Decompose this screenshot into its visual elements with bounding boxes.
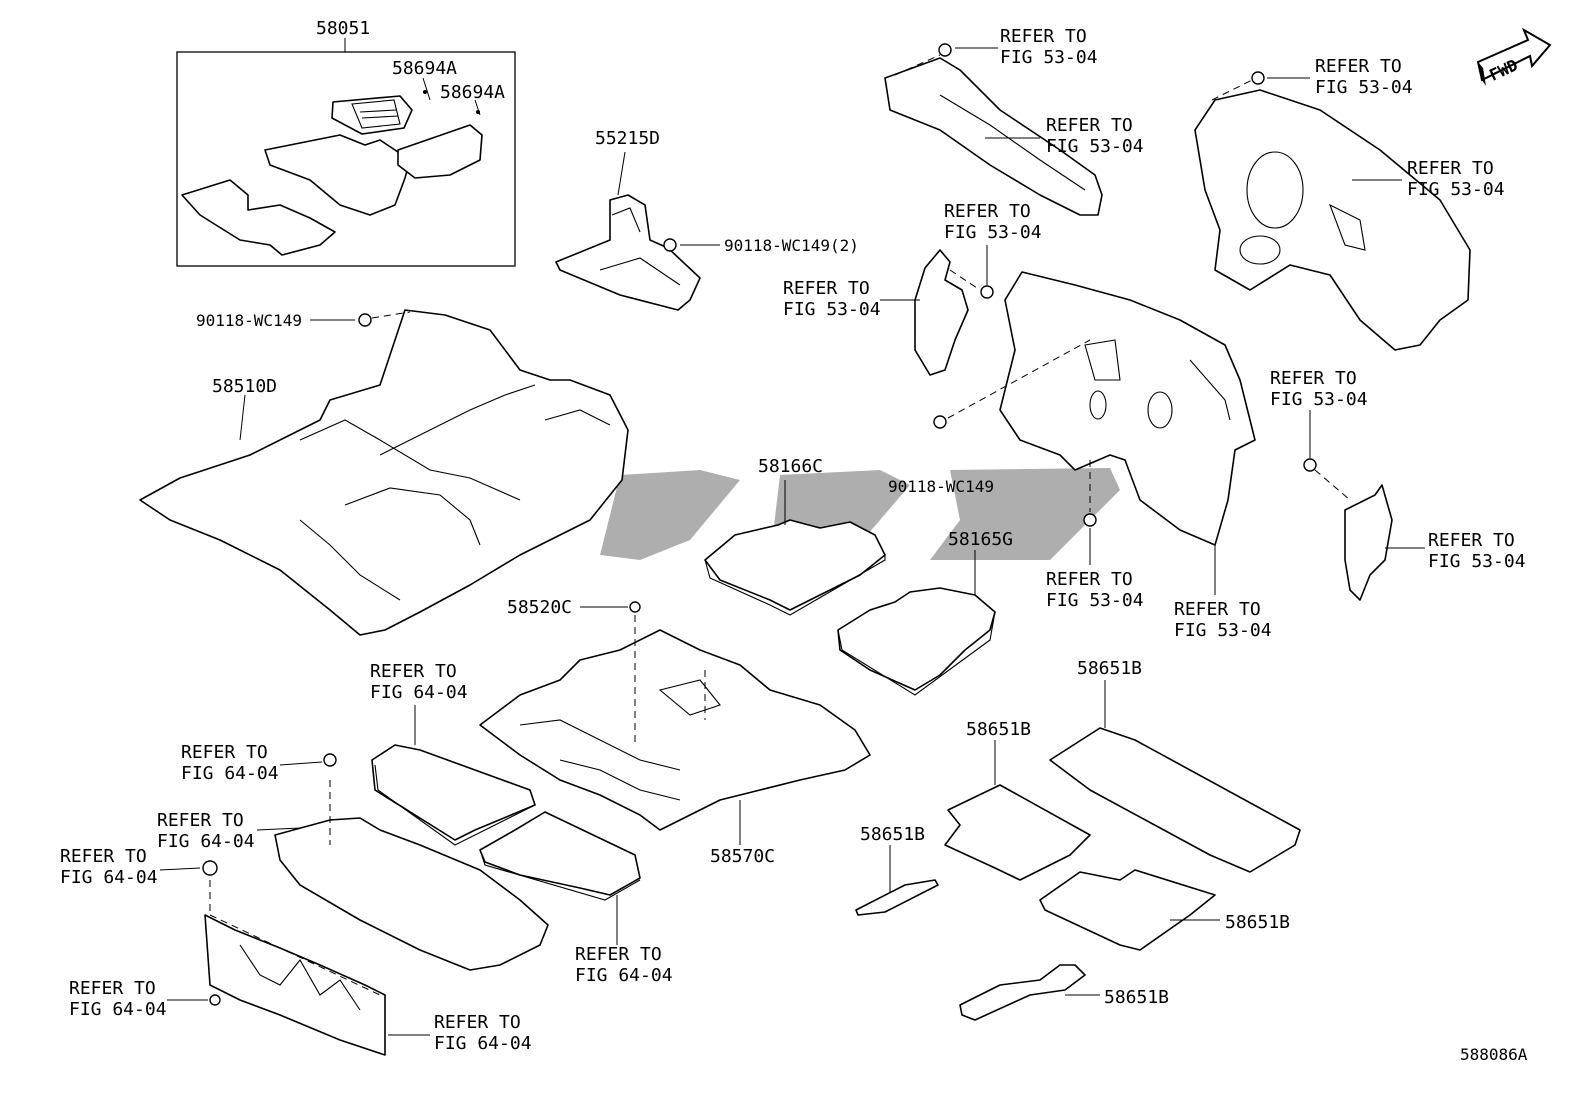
pads-58651b-group: 58651B 58651B 58651B 58651B 58651B bbox=[855, 658, 1301, 1021]
rear-pad-upper-shape bbox=[371, 744, 536, 841]
luggage-trim-shape bbox=[204, 914, 386, 1056]
part-58166c-group: 58166C bbox=[704, 456, 886, 616]
dash-panel-right-group: REFER TO FIG 53-04 REFER TO FIG 53-04 bbox=[1194, 56, 1505, 351]
pad-58651b-large-shape bbox=[1049, 727, 1301, 873]
rear-panels-group: REFER TO FIG 64-04 REFER TO FIG 64-04 RE… bbox=[60, 661, 673, 1056]
fig-53-04-label: FIG 53-04 bbox=[1000, 47, 1098, 68]
part-58165g-group: 58165G bbox=[837, 529, 1013, 696]
refer-to-label: REFER TO bbox=[181, 742, 268, 763]
fig-64-04-label: FIG 64-04 bbox=[370, 682, 468, 703]
fig-53-04-label: FIG 53-04 bbox=[1407, 179, 1505, 200]
label-58651b-3: 58651B bbox=[860, 824, 925, 845]
label-58570c: 58570C bbox=[710, 846, 775, 867]
side-bracket-group: REFER TO FIG 53-04 REFER TO FIG 53-04 bbox=[783, 201, 1042, 376]
fig-53-04-label: FIG 53-04 bbox=[1174, 620, 1272, 641]
floor-mat-set-group: 58051 58694A 58694A bbox=[176, 18, 516, 267]
dash-panel-right-shape bbox=[1194, 89, 1471, 351]
pad-58651b-right-shape bbox=[1039, 869, 1216, 951]
label-90118-wc149-left: 90118-WC149 bbox=[196, 311, 302, 330]
part-58165g-shape bbox=[837, 587, 996, 691]
part-58166c-shape bbox=[704, 519, 886, 611]
refer-to-label: REFER TO bbox=[944, 201, 1031, 222]
label-90118-wc149-2: 90118-WC149(2) bbox=[724, 236, 859, 255]
right-bracket-group: REFER TO FIG 53-04 REFER TO FIG 53-04 bbox=[1270, 368, 1526, 601]
fwd-arrow-icon: FWD bbox=[1476, 27, 1552, 86]
label-58165g: 58165G bbox=[948, 529, 1013, 550]
mat-passenger-shape bbox=[397, 124, 483, 179]
fig-53-04-label: FIG 53-04 bbox=[944, 222, 1042, 243]
fig-64-04-label: FIG 64-04 bbox=[434, 1033, 532, 1054]
refer-to-label: REFER TO bbox=[69, 978, 156, 999]
pad-58651b-mid-shape bbox=[944, 784, 1091, 881]
side-bracket-shape bbox=[914, 249, 969, 376]
rear-pad-lower-shape bbox=[479, 811, 641, 896]
diagram-code: 588086A bbox=[1460, 1045, 1528, 1064]
refer-to-label: REFER TO bbox=[1428, 530, 1515, 551]
mat-third-row-shape bbox=[181, 179, 336, 256]
fig-64-04-label: FIG 64-04 bbox=[181, 763, 279, 784]
label-58520c: 58520C bbox=[507, 597, 572, 618]
pad-58651b-small-shape bbox=[959, 964, 1086, 1021]
fig-64-04-label: FIG 64-04 bbox=[575, 965, 673, 986]
part-55215d-shape bbox=[555, 194, 701, 311]
refer-to-label: REFER TO bbox=[1174, 599, 1261, 620]
label-58694a-2: 58694A bbox=[440, 82, 505, 103]
label-58694a-1: 58694A bbox=[392, 58, 457, 79]
label-58510d: 58510D bbox=[212, 376, 277, 397]
refer-to-label: REFER TO bbox=[1046, 115, 1133, 136]
refer-to-label: REFER TO bbox=[1407, 158, 1494, 179]
part-58570c-shape bbox=[479, 629, 871, 831]
label-58166c: 58166C bbox=[758, 456, 823, 477]
refer-to-label: REFER TO bbox=[370, 661, 457, 682]
label-58651b-4: 58651B bbox=[1225, 912, 1290, 933]
part-55215d-group: 55215D 90118-WC149(2) bbox=[555, 128, 859, 311]
pad-58651b-strip-shape bbox=[855, 879, 939, 916]
refer-to-label: REFER TO bbox=[60, 846, 147, 867]
part-58510d-group: 90118-WC149 58510D bbox=[139, 309, 629, 636]
part-58570c-group: 58520C 58570C bbox=[479, 597, 871, 867]
refer-to-label: REFER TO bbox=[575, 944, 662, 965]
label-58651b-2: 58651B bbox=[966, 719, 1031, 740]
fig-53-04-label: FIG 53-04 bbox=[1270, 389, 1368, 410]
fig-53-04-label: FIG 53-04 bbox=[1428, 551, 1526, 572]
refer-to-label: REFER TO bbox=[1000, 26, 1087, 47]
refer-to-label: REFER TO bbox=[1046, 569, 1133, 590]
fig-53-04-label: FIG 53-04 bbox=[1046, 590, 1144, 611]
fig-64-04-label: FIG 64-04 bbox=[69, 999, 167, 1020]
refer-to-label: REFER TO bbox=[157, 810, 244, 831]
fig-53-04-label: FIG 53-04 bbox=[783, 299, 881, 320]
label-58651b-1: 58651B bbox=[1077, 658, 1142, 679]
dash-insulator-upper-shape bbox=[884, 57, 1103, 216]
luggage-board-shape bbox=[274, 817, 549, 971]
part-58510d-shape bbox=[139, 309, 629, 636]
fig-53-04-label: FIG 53-04 bbox=[1046, 136, 1144, 157]
label-90118-wc149-mid: 90118-WC149 bbox=[888, 477, 994, 496]
dash-silencer-group: 90118-WC149 REFER TO FIG 53-04 REFER TO … bbox=[888, 271, 1272, 641]
fig-64-04-label: FIG 64-04 bbox=[60, 867, 158, 888]
refer-to-label: REFER TO bbox=[1315, 56, 1402, 77]
label-55215d: 55215D bbox=[595, 128, 660, 149]
right-bracket-shape bbox=[1344, 484, 1393, 601]
dash-insulator-upper-group: REFER TO FIG 53-04 REFER TO FIG 53-04 bbox=[884, 26, 1144, 216]
label-58651b-5: 58651B bbox=[1104, 987, 1169, 1008]
fig-64-04-label: FIG 64-04 bbox=[157, 831, 255, 852]
refer-to-label: REFER TO bbox=[434, 1012, 521, 1033]
mat-rear-shape bbox=[264, 134, 411, 216]
floor-mat-set-frame bbox=[176, 51, 516, 267]
refer-to-label: REFER TO bbox=[783, 278, 870, 299]
refer-to-label: REFER TO bbox=[1270, 368, 1357, 389]
fig-53-04-label: FIG 53-04 bbox=[1315, 77, 1413, 98]
label-58051: 58051 bbox=[316, 18, 370, 39]
